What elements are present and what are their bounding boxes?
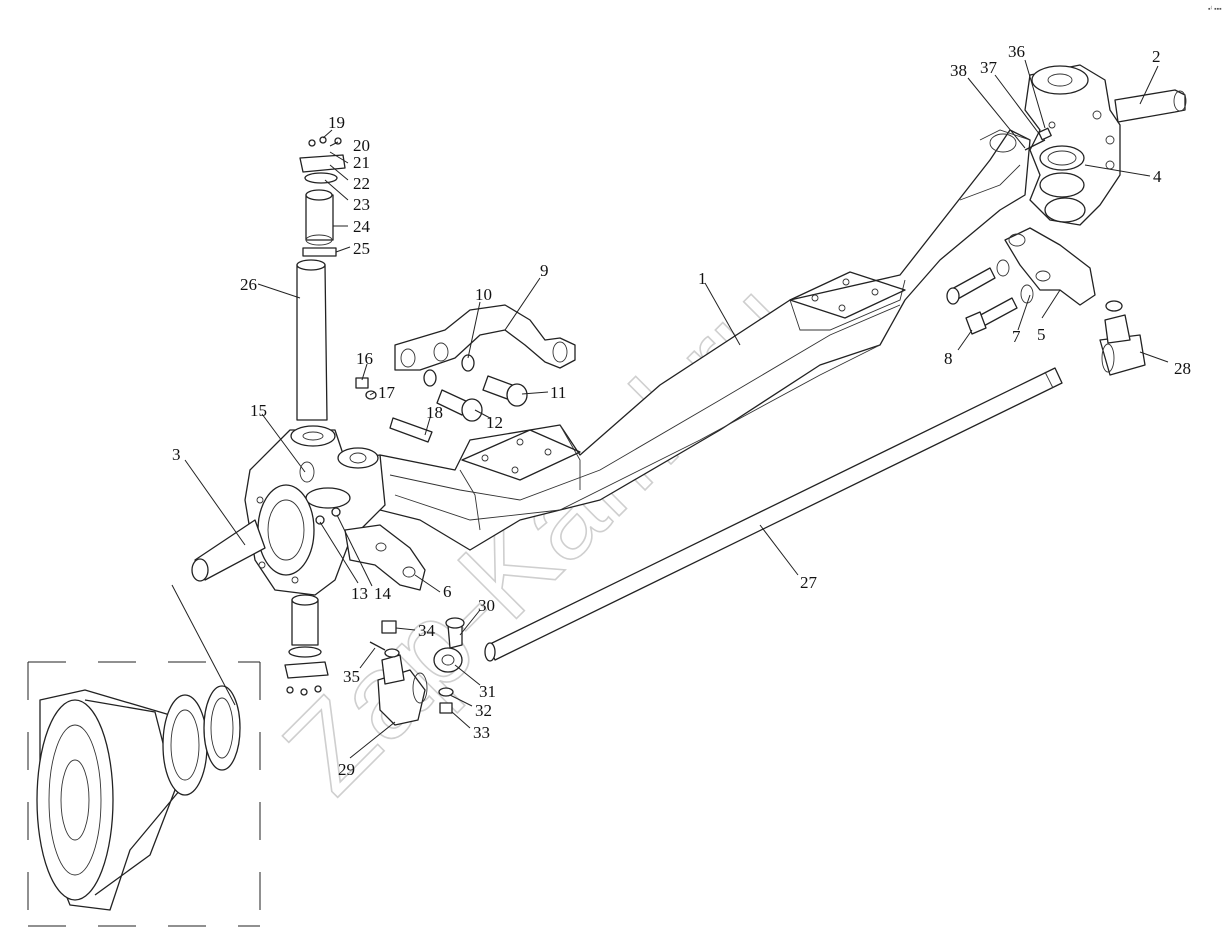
tie-rod [484, 367, 1063, 662]
callout-1: 1 [698, 269, 707, 288]
drop-arm-bolts [423, 354, 528, 422]
callout-6: 6 [443, 582, 452, 601]
right-steering-knuckle [1024, 64, 1187, 226]
callout-10: 10 [475, 285, 492, 304]
kingpin-bearing [1039, 145, 1085, 198]
callout-29: 29 [338, 760, 355, 779]
left-tie-rod-end [369, 617, 465, 726]
right-tie-rod-end [1099, 300, 1146, 376]
callout-17: 17 [378, 383, 396, 402]
callout-20: 20 [353, 136, 370, 155]
callout-25: 25 [353, 239, 370, 258]
callout-13: 13 [351, 584, 368, 603]
callout-9: 9 [540, 261, 549, 280]
callout-15: 15 [250, 401, 267, 420]
callout-labels: 1 2 3 4 5 6 7 8 9 10 11 12 13 14 15 16 1… [172, 42, 1191, 779]
callout-35: 35 [343, 667, 360, 686]
callout-27: 27 [800, 573, 818, 592]
callout-5: 5 [1037, 325, 1046, 344]
wheel-hub-assembly [27, 661, 261, 927]
callout-7: 7 [1012, 327, 1021, 346]
lower-bushing [284, 594, 329, 696]
callout-11: 11 [550, 383, 566, 402]
callout-31: 31 [479, 682, 496, 701]
callout-16: 16 [356, 349, 373, 368]
arm-bolts [946, 259, 1034, 335]
steering-drop-arm [394, 304, 576, 371]
grease-fitting-group [1024, 121, 1056, 151]
callout-4: 4 [1153, 167, 1162, 186]
nut-and-pin [355, 377, 433, 443]
callout-19: 19 [328, 113, 345, 132]
callout-8: 8 [944, 349, 953, 368]
callout-22: 22 [353, 174, 370, 193]
callout-30: 30 [478, 596, 495, 615]
callout-21: 21 [353, 153, 370, 172]
callout-12: 12 [486, 413, 503, 432]
callout-14: 14 [374, 584, 392, 603]
callout-18: 18 [426, 403, 443, 422]
callout-26: 26 [240, 275, 257, 294]
callout-3: 3 [172, 445, 181, 464]
callout-23: 23 [353, 195, 370, 214]
callout-32: 32 [475, 701, 492, 720]
kingpin-assembly [296, 136, 346, 421]
right-steering-arm [1004, 227, 1096, 306]
axle-beam [379, 129, 1031, 551]
callout-28: 28 [1174, 359, 1191, 378]
callout-38: 38 [950, 61, 967, 80]
callout-24: 24 [353, 217, 371, 236]
callout-34: 34 [418, 621, 436, 640]
left-steering-knuckle [191, 425, 386, 596]
callout-37: 37 [980, 58, 998, 77]
leader-lines [171, 59, 1169, 759]
callout-36: 36 [1008, 42, 1025, 61]
left-steering-arm [344, 524, 426, 591]
corner-mark: ▪⁽ ▪▪▪ [1208, 5, 1222, 13]
callout-2: 2 [1152, 47, 1161, 66]
callout-33: 33 [473, 723, 490, 742]
